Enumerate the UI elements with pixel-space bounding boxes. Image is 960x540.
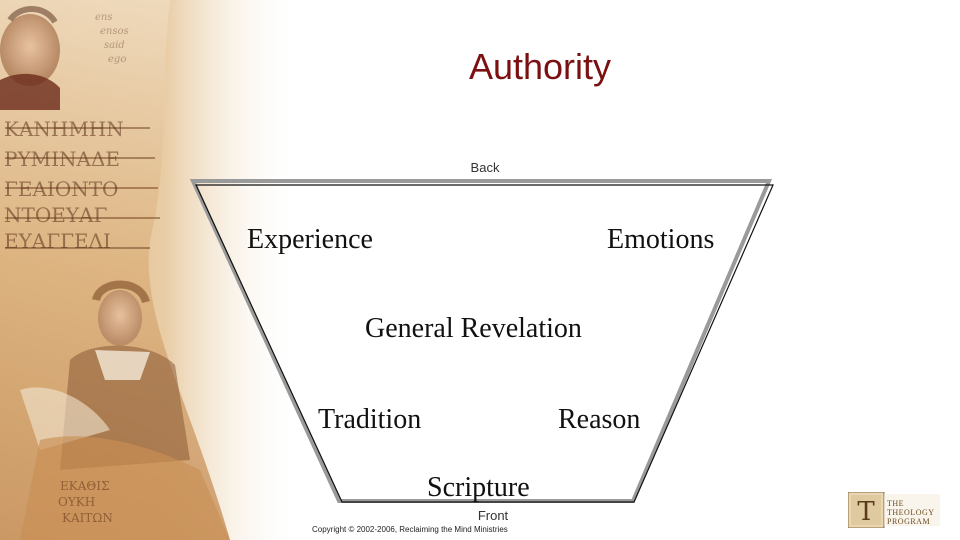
svg-text:ΟΥΚΗ: ΟΥΚΗ bbox=[58, 495, 95, 509]
logo-text-the: THE bbox=[887, 499, 905, 508]
svg-text:ΚΑΝΗΜΗΝ: ΚΑΝΗΜΗΝ bbox=[4, 117, 124, 141]
svg-text:said: said bbox=[104, 40, 125, 51]
term-emotions: Emotions bbox=[607, 224, 715, 255]
front-label: Front bbox=[477, 508, 509, 523]
back-label: Back bbox=[470, 160, 500, 175]
copyright-text: Copyright © 2002-2006, Reclaiming the Mi… bbox=[312, 525, 508, 534]
svg-text:ΓΕΑΙΟΝΤΟ: ΓΕΑΙΟΝΤΟ bbox=[4, 177, 118, 201]
theology-program-logo: T bbox=[848, 492, 940, 528]
term-reason: Reason bbox=[558, 404, 641, 435]
trapezoid-shadow bbox=[189, 179, 773, 503]
svg-text:ΝΤΟΕΥΑΓ: ΝΤΟΕΥΑΓ bbox=[4, 203, 107, 227]
term-experience: Experience bbox=[247, 224, 373, 255]
svg-text:T: T bbox=[857, 497, 875, 527]
svg-text:ens: ens bbox=[95, 12, 113, 23]
svg-text:ΕΚΑΘΙΣ: ΕΚΑΘΙΣ bbox=[60, 479, 109, 493]
svg-text:ΚΑΙΤΩΝ: ΚΑΙΤΩΝ bbox=[62, 511, 113, 525]
svg-text:ensos: ensos bbox=[100, 26, 129, 37]
term-general-revelation: General Revelation bbox=[365, 313, 582, 344]
slide-title: Authority bbox=[468, 46, 612, 87]
logo-text-theology: THEOLOGY bbox=[887, 508, 935, 517]
manuscript-collage-image: ΚΑΝΗΜΗΝ ΡΥΜΙΝΑΔΕ ΓΕΑΙΟΝΤΟ ΝΤΟΕΥΑΓ ΕΥΑΓΓΕ… bbox=[0, 0, 300, 540]
logo-text-program: PROGRAM bbox=[887, 517, 931, 526]
svg-text:ego: ego bbox=[108, 54, 126, 65]
svg-text:ΡΥΜΙΝΑΔΕ: ΡΥΜΙΝΑΔΕ bbox=[4, 147, 120, 171]
svg-text:ΕΥΑΓΓΕΛΙ: ΕΥΑΓΓΕΛΙ bbox=[4, 229, 111, 253]
trapezoid-outline bbox=[195, 184, 774, 503]
term-tradition: Tradition bbox=[318, 404, 422, 435]
term-scripture: Scripture bbox=[427, 472, 530, 503]
